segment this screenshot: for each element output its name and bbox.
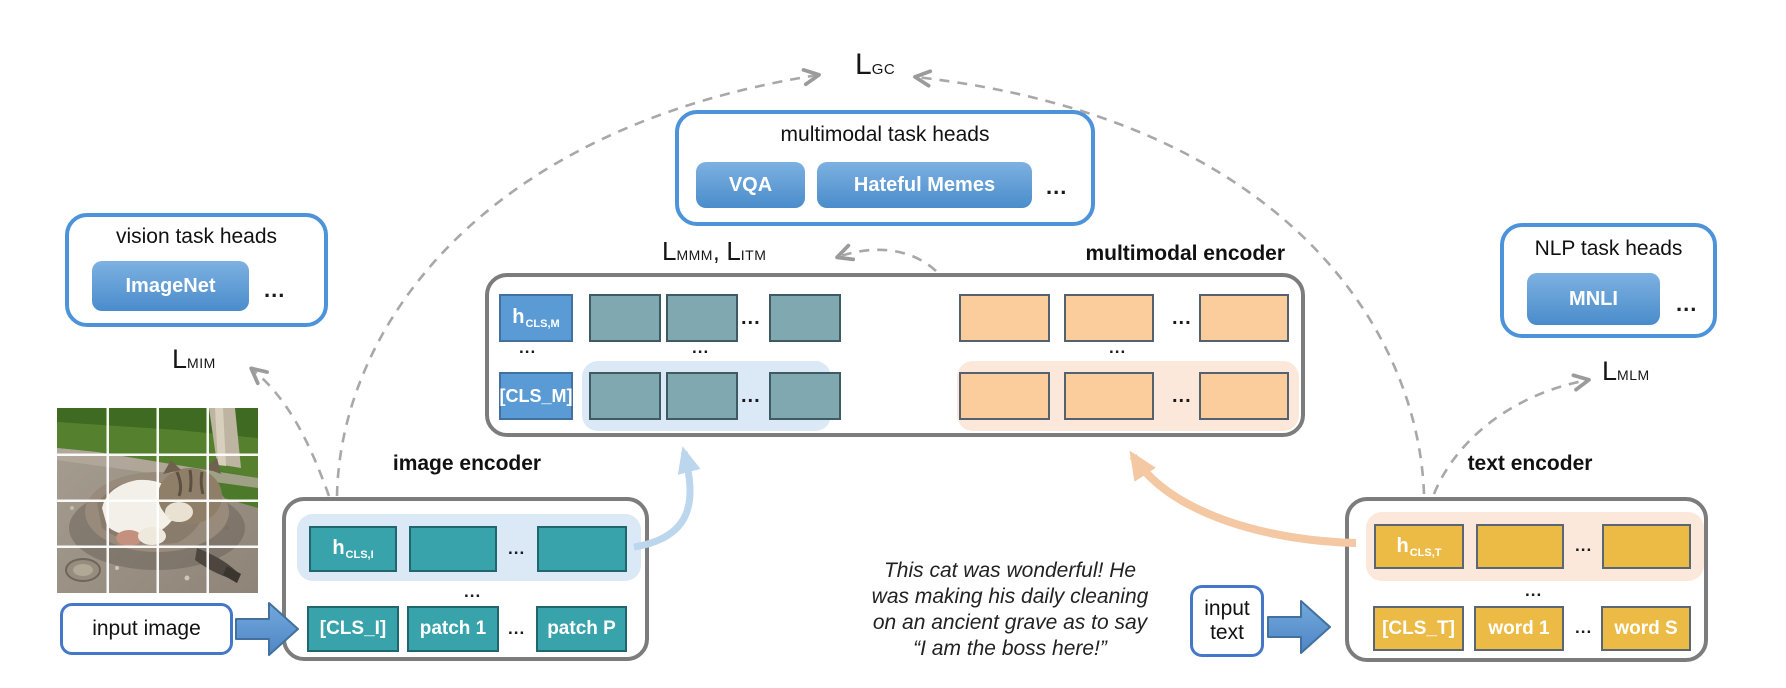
image-row1-ellipsis: ...	[508, 539, 526, 558]
token-h-cls-i: hCLS,I	[309, 526, 397, 572]
mm-image-token	[769, 372, 841, 420]
vision-heads-ellipsis: ...	[264, 277, 286, 302]
h-cls-i-sub: CLS,I	[345, 549, 374, 561]
input-text-block-arrow	[1267, 600, 1331, 654]
loss-mmm-sub: MMM	[676, 247, 713, 263]
mm-image-token	[769, 294, 841, 342]
token-cls-t: [CLS_T]	[1373, 606, 1464, 651]
loss-comma: ,	[712, 239, 727, 266]
mm-text-token	[1064, 372, 1154, 420]
mm-image-token	[589, 372, 661, 420]
text-encoder-box: hCLS,T ... ... [CLS_T] word 1 ... word S	[1345, 497, 1708, 662]
text-mid-ellipsis: ...	[1525, 581, 1543, 600]
mm-mid-ellipsis-cls: ...	[519, 338, 537, 357]
mm-row1-text-ellipsis: ...	[1172, 307, 1192, 329]
token-word-s: word S	[1601, 606, 1691, 651]
token-h-cls-m: hCLS,M	[499, 294, 573, 342]
nlp-heads-ellipsis: ...	[1676, 291, 1698, 316]
image-hidden-token	[537, 526, 627, 572]
hateful-memes-head-button: Hateful Memes	[817, 162, 1032, 208]
mm-text-token	[1199, 372, 1289, 420]
mm-row2-text-ellipsis: ...	[1172, 385, 1192, 407]
mm-text-token	[1199, 294, 1289, 342]
multimodal-encoder-box: hCLS,M ... ... ... ... ... [CLS_M] ... .…	[485, 273, 1305, 437]
caption-line-4: “I am the boss here!”	[913, 637, 1107, 660]
multimodal-heads-ellipsis: ...	[1046, 174, 1068, 199]
mm-text-token	[959, 294, 1050, 342]
image-hidden-token	[409, 526, 497, 572]
loss-mlm-base: L	[1602, 356, 1618, 386]
input-image-label-box: input image	[60, 603, 233, 655]
caption-line-2: was making his daily cleaning	[871, 585, 1149, 608]
mm-row2-image-ellipsis: ...	[741, 385, 761, 407]
nlp-task-heads-title: NLP task heads	[1534, 237, 1683, 260]
h-cls-t-base: h	[1396, 534, 1409, 557]
image-encoder-box: hCLS,I ... ... [CLS_I] patch 1 ... patch…	[282, 497, 649, 661]
input-image-cat-photo	[57, 408, 258, 593]
multimodal-task-heads-title: multimodal task heads	[780, 123, 990, 146]
multimodal-encoder-label: multimodal encoder	[1085, 242, 1285, 265]
input-text-line1: input	[1204, 597, 1250, 620]
vqa-head-button: VQA	[696, 162, 805, 208]
patch-grid-lines	[57, 408, 258, 593]
caption-line-1: This cat was wonderful! He	[883, 559, 1137, 582]
mm-image-token	[666, 294, 738, 342]
multimodal-task-heads-box: multimodal task heads VQA Hateful Memes …	[675, 110, 1095, 226]
h-cls-m-base: h	[512, 306, 525, 328]
dashed-arc-text-to-lmlm	[1432, 373, 1591, 495]
nlp-task-heads-box: NLP task heads MNLI ...	[1500, 223, 1717, 338]
imagenet-head-button: ImageNet	[92, 261, 249, 311]
dashed-arc-image-to-lmim	[249, 366, 331, 497]
mm-image-token	[666, 372, 738, 420]
loss-gc-base: L	[855, 48, 872, 81]
text-encoder-label: text encoder	[1467, 452, 1593, 475]
token-patch-p: patch P	[536, 606, 627, 652]
token-word-1: word 1	[1474, 606, 1564, 651]
image-mid-ellipsis: ...	[464, 582, 482, 601]
mm-mid-ellipsis-text: ...	[1109, 338, 1127, 357]
mm-row1-image-ellipsis: ...	[741, 307, 761, 329]
input-text-caption: This cat was wonderful! He was making hi…	[843, 558, 1177, 662]
token-h-cls-t: hCLS,T	[1374, 524, 1464, 569]
token-patch-1: patch 1	[407, 606, 499, 652]
mm-text-token	[1064, 294, 1154, 342]
loss-gc-label: LGC	[855, 48, 895, 82]
loss-mim-base: L	[172, 344, 188, 374]
text-row1-ellipsis: ...	[1575, 536, 1593, 555]
dashed-arc-mm-to-lmmm	[835, 243, 937, 272]
text-hidden-token	[1476, 524, 1564, 569]
mm-text-token	[959, 372, 1050, 420]
loss-itm-base: L	[726, 236, 741, 266]
mnli-head-button: MNLI	[1527, 273, 1660, 325]
token-cls-m: [CLS_M]	[499, 372, 573, 420]
loss-mmm-base: L	[662, 236, 677, 266]
text-to-multimodal-arrow	[1129, 450, 1357, 547]
mm-mid-ellipsis-image: ...	[692, 338, 710, 357]
loss-itm-sub: ITM	[740, 247, 767, 263]
loss-mim-sub: MIM	[187, 355, 216, 371]
loss-mlm-label: LMLM	[1602, 356, 1650, 387]
input-text-line2: text	[1210, 621, 1244, 644]
input-text-label-box: input text	[1190, 585, 1264, 657]
caption-line-3: on an ancient grave as to say	[872, 611, 1148, 634]
h-cls-m-sub: CLS,M	[525, 318, 560, 330]
loss-gc-sub: GC	[871, 61, 896, 78]
image-row2-ellipsis: ...	[508, 619, 526, 638]
text-row2-ellipsis: ...	[1575, 618, 1593, 637]
loss-mlm-sub: MLM	[1617, 367, 1650, 383]
mm-image-token	[589, 294, 661, 342]
token-cls-i: [CLS_I]	[307, 606, 399, 652]
h-cls-t-sub: CLS,T	[1409, 546, 1442, 559]
loss-mim-label: LMIM	[172, 344, 216, 375]
loss-mmm-itm-label: LMMM, LITM	[662, 236, 766, 267]
h-cls-i-base: h	[332, 537, 345, 559]
text-hidden-token	[1602, 524, 1691, 569]
vision-task-heads-box: vision task heads ImageNet ...	[65, 213, 328, 327]
image-encoder-label: image encoder	[392, 452, 542, 475]
vision-task-heads-title: vision task heads	[115, 225, 278, 248]
